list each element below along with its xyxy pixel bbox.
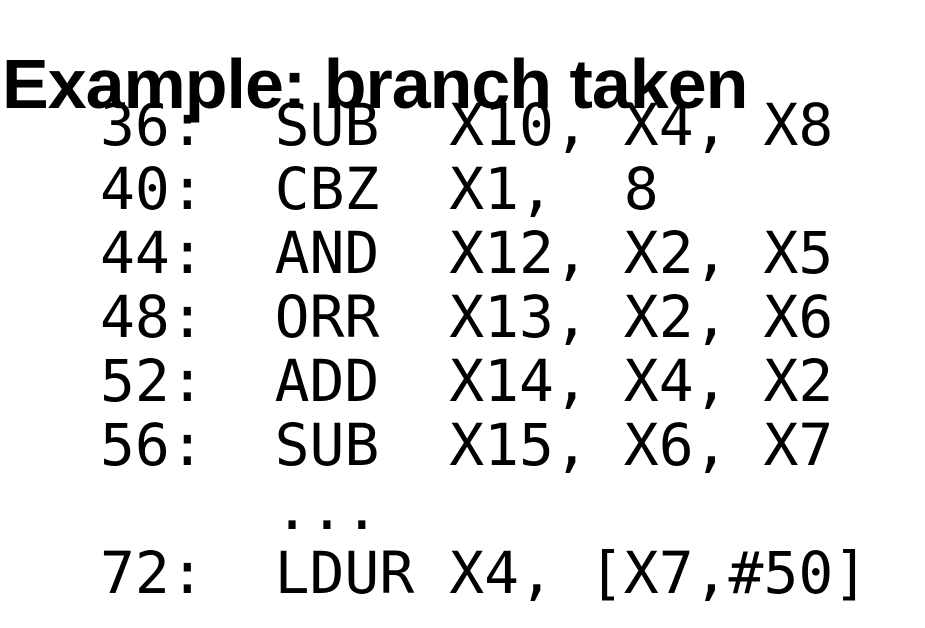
instruction-address: 40: bbox=[100, 155, 205, 223]
instruction-address: 36: bbox=[100, 91, 205, 159]
ellipsis-text: ... bbox=[274, 475, 380, 543]
instruction-address: 44: bbox=[100, 219, 205, 287]
instruction-mnemonic: AND bbox=[274, 219, 380, 287]
instruction-operands: X15, X6, X7 bbox=[449, 411, 834, 479]
instruction-address: 48: bbox=[100, 283, 205, 351]
instruction-operands: X10, X4, X8 bbox=[449, 91, 834, 159]
instruction-address: 52: bbox=[100, 347, 205, 415]
slide-title: Example: branch taken bbox=[2, 44, 748, 123]
assembly-code-block: 36: SUB X10, X4, X8 40: CBZ X1, 8 44: AND X12,… bbox=[100, 93, 868, 605]
instruction-address: 72: bbox=[100, 539, 205, 607]
instruction-operands: X12, X2, X5 bbox=[449, 219, 834, 287]
code-line-40: 40: CBZ X1, 8 bbox=[100, 157, 868, 221]
code-line-ellipsis: ... bbox=[100, 477, 868, 541]
code-line-52: 52: ADD X14, X4, X2 bbox=[100, 349, 868, 413]
instruction-mnemonic: SUB bbox=[274, 91, 380, 159]
instruction-operands: X4, [X7,#50] bbox=[449, 539, 869, 607]
instruction-mnemonic: ORR bbox=[274, 283, 380, 351]
code-line-36: 36: SUB X10, X4, X8 bbox=[100, 93, 868, 157]
instruction-mnemonic: SUB bbox=[274, 411, 380, 479]
instruction-operands: X13, X2, X6 bbox=[449, 283, 834, 351]
code-line-56: 56: SUB X15, X6, X7 bbox=[100, 413, 868, 477]
instruction-operands: X1, 8 bbox=[449, 155, 659, 223]
code-line-72: 72: LDUR X4, [X7,#50] bbox=[100, 541, 868, 605]
code-line-48: 48: ORR X13, X2, X6 bbox=[100, 285, 868, 349]
instruction-operands: X14, X4, X2 bbox=[449, 347, 834, 415]
code-line-44: 44: AND X12, X2, X5 bbox=[100, 221, 868, 285]
instruction-mnemonic: ADD bbox=[274, 347, 380, 415]
instruction-mnemonic: CBZ bbox=[274, 155, 380, 223]
instruction-address: 56: bbox=[100, 411, 205, 479]
instruction-mnemonic: LDUR bbox=[274, 539, 415, 607]
